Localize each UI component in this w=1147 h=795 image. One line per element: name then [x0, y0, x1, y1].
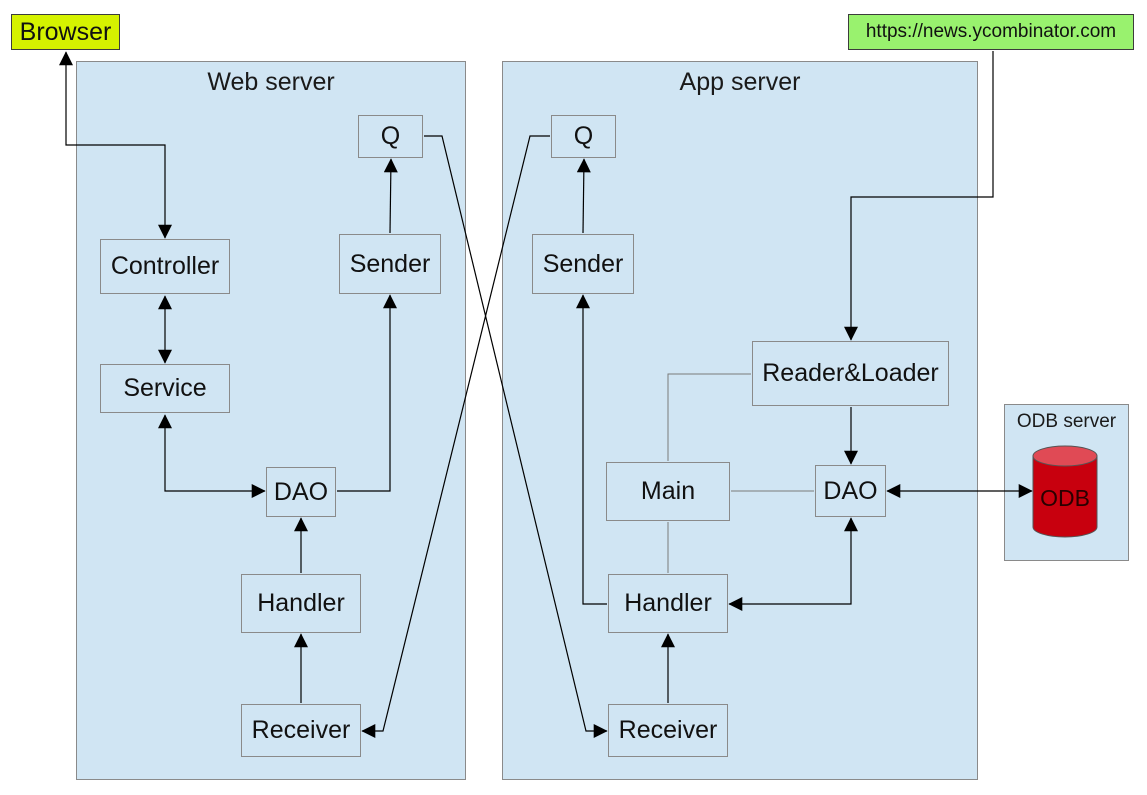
app-receiver-node: Receiver — [608, 704, 728, 757]
app-main-node: Main — [606, 462, 730, 521]
main-reader-loader-link — [667, 373, 751, 461]
app-queue-node: Q — [551, 115, 616, 158]
web-dao-node: DAO — [266, 467, 336, 517]
url-tag: https://news.ycombinator.com — [848, 14, 1134, 50]
app-handler-sender-arrow — [576, 294, 607, 605]
app-sender-queue-arrow — [576, 158, 591, 234]
app-reader-loader-node: Reader&Loader — [752, 341, 949, 406]
app-queue-to-web-receiver-arrow — [361, 135, 550, 738]
web-controller-node: Controller — [100, 239, 230, 294]
app-sender-node: Sender — [532, 234, 634, 294]
web-sender-node: Sender — [339, 234, 441, 294]
web-queue-node: Q — [358, 115, 423, 158]
browser-controller-arrow — [59, 51, 172, 239]
app-server-panel: App server — [502, 61, 978, 780]
browser-tag: Browser — [11, 14, 120, 50]
app-server-title: App server — [679, 68, 801, 96]
app-dao-node: DAO — [815, 465, 886, 517]
odb-database: ODB — [1032, 445, 1098, 538]
web-dao-sender-arrow — [337, 294, 397, 492]
odb-database-label: ODB — [1040, 485, 1090, 511]
web-sender-queue-arrow — [383, 158, 398, 234]
app-handler-node: Handler — [608, 574, 728, 633]
web-queue-to-app-receiver-arrow — [424, 135, 608, 738]
web-server-title: Web server — [207, 68, 335, 96]
web-handler-node: Handler — [241, 574, 361, 633]
web-receiver-node: Receiver — [241, 704, 361, 757]
url-reader-loader-arrow — [844, 51, 994, 341]
web-service-node: Service — [100, 364, 230, 413]
app-handler-dao-arrow — [728, 517, 858, 611]
odb-server-title: ODB server — [1016, 411, 1117, 432]
service-dao-arrow — [158, 414, 266, 498]
